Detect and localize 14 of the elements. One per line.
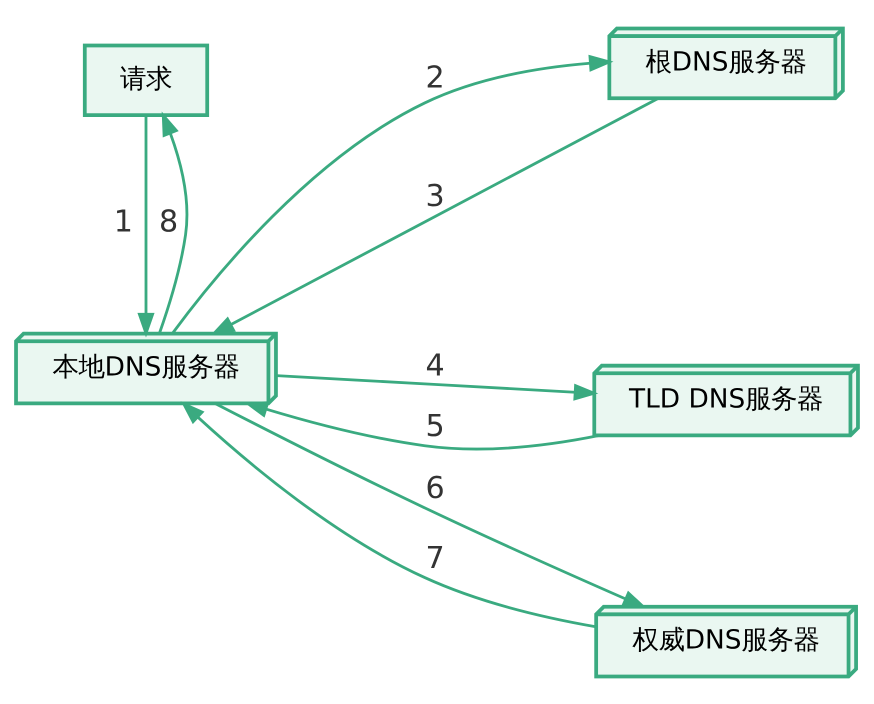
edge-label: 1 <box>114 204 133 240</box>
arrow <box>158 111 188 334</box>
arrow <box>137 115 155 337</box>
arrow <box>180 400 596 628</box>
edge-label: 2 <box>426 60 445 95</box>
edge-label: 7 <box>426 540 445 576</box>
edge-label: 3 <box>426 178 445 214</box>
edge-label: 6 <box>426 470 445 506</box>
arrow <box>171 54 614 334</box>
edge-label: 4 <box>426 348 445 384</box>
edge-label: 8 <box>159 204 178 240</box>
node-box: 请求 <box>82 43 210 117</box>
arrow <box>276 374 598 400</box>
edge-label: 5 <box>426 408 445 444</box>
